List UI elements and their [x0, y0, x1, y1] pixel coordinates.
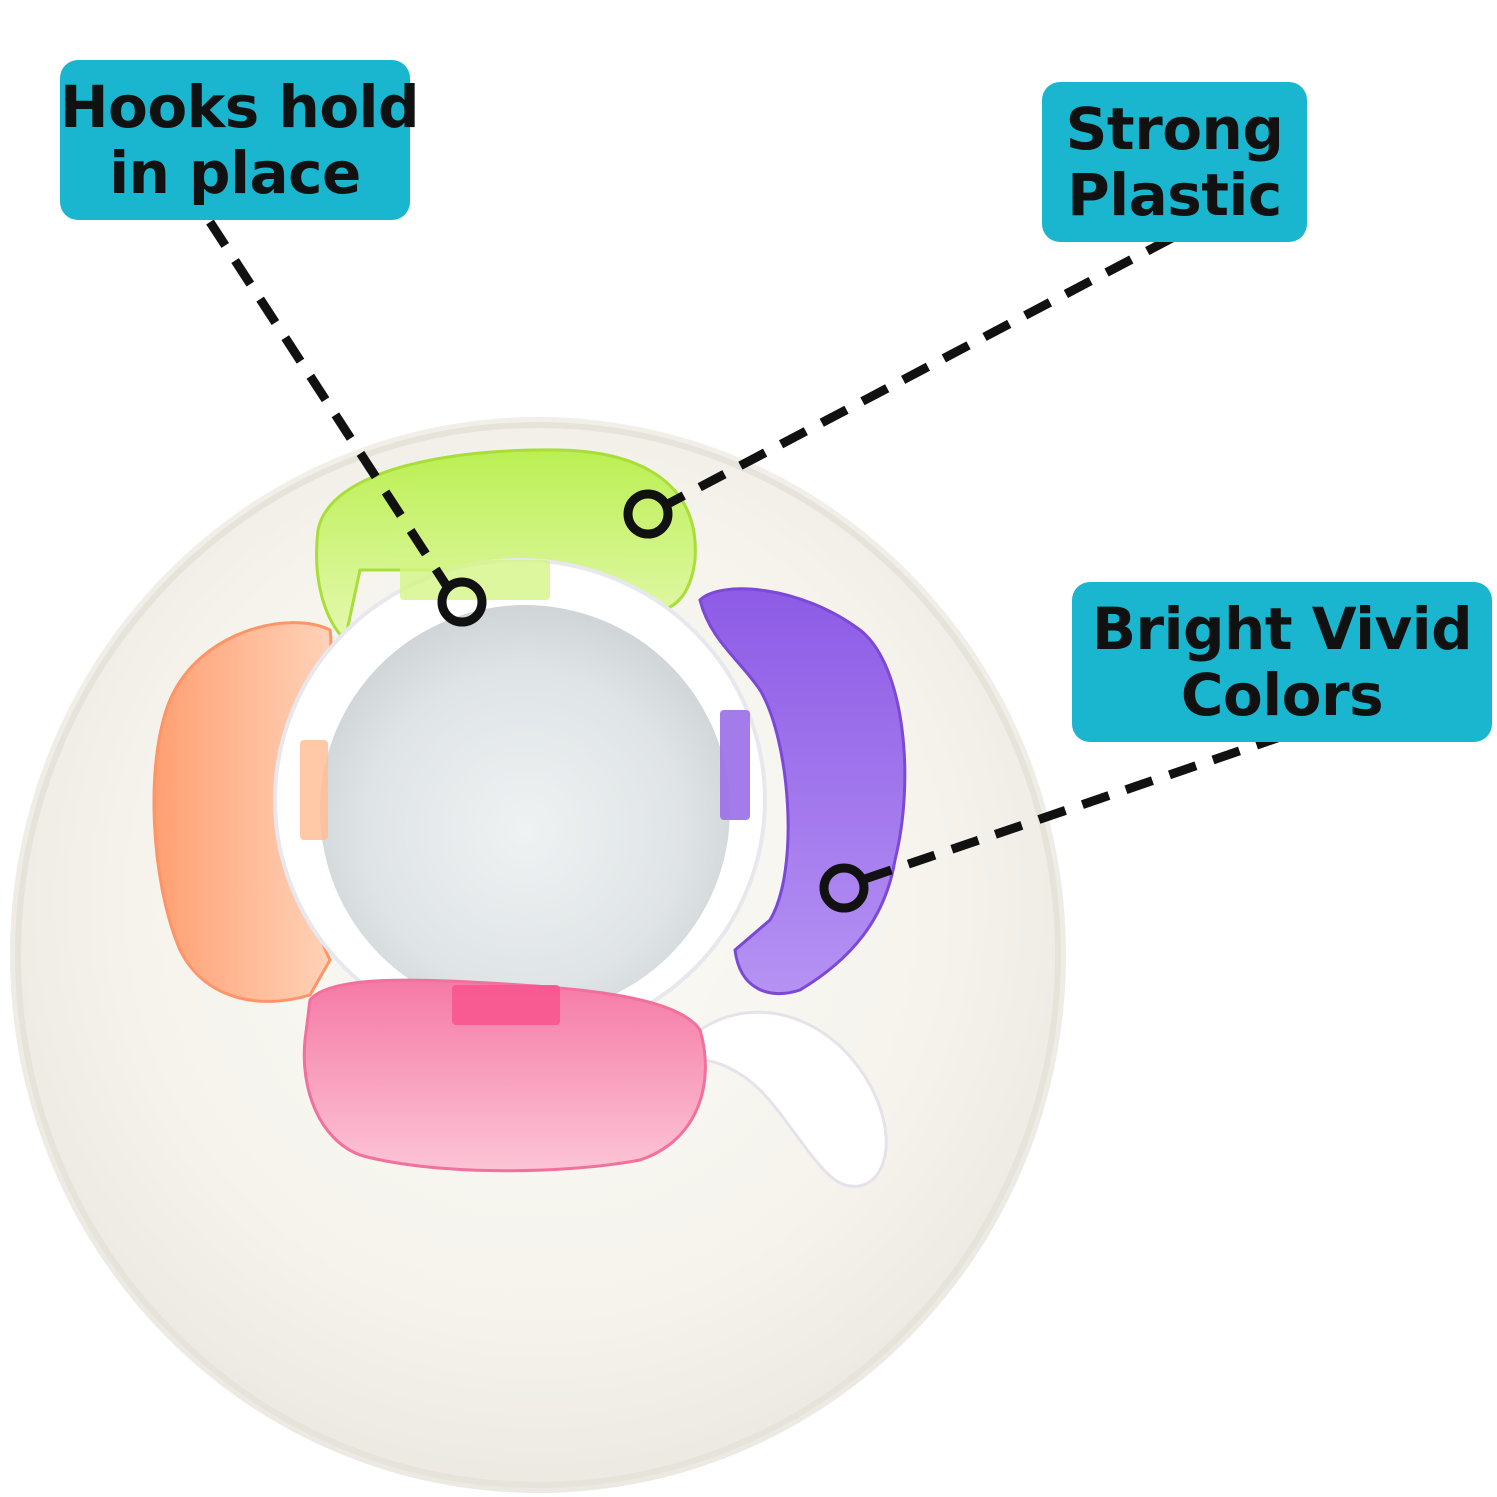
leader-line-hooks	[206, 219, 452, 591]
leader-line-bright	[860, 731, 1285, 885]
pink-hook-tab	[452, 985, 560, 1025]
callout-strong-line2: Plastic	[1067, 161, 1282, 229]
target-dot-bright	[819, 863, 869, 913]
saucer-rim-shadow	[15, 422, 1061, 1488]
callout-bright-line2: Colors	[1180, 661, 1384, 729]
callout-hooks-line1: Hooks hold	[60, 73, 420, 141]
callout-strong-plastic: Strong Plastic	[1042, 82, 1307, 242]
target-dot-strong	[623, 489, 673, 539]
callout-hooks-line2: in place	[109, 139, 361, 207]
target-dot-hooks	[437, 577, 487, 627]
callout-strong-line1: Strong	[1065, 95, 1284, 163]
leader-lines	[206, 219, 1285, 885]
purple-hook	[698, 587, 907, 996]
mug-interior	[320, 605, 730, 1015]
pink-hook	[302, 978, 707, 1173]
callout-bright-line1: Bright Vivid	[1091, 595, 1473, 663]
callout-hooks-hold-in-place: Hooks hold in place	[60, 60, 420, 220]
purple-hook-tab	[720, 710, 750, 820]
green-hook-tab	[400, 560, 550, 600]
leader-line-strong	[661, 234, 1175, 510]
callout-bright-vivid-colors: Bright Vivid Colors	[1072, 582, 1492, 742]
mug-handle	[698, 1010, 888, 1188]
orange-hook-tab	[300, 740, 328, 840]
